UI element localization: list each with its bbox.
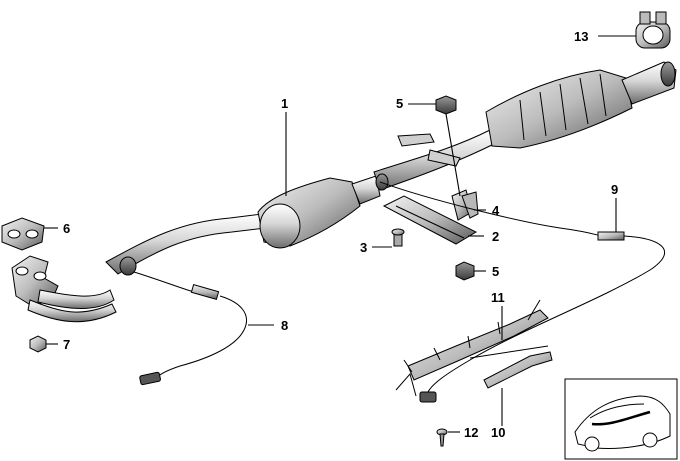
label-part-1: 1 bbox=[281, 96, 288, 111]
holder-strip-part bbox=[469, 345, 553, 389]
bracket-plate-part bbox=[382, 195, 478, 245]
rubber-mount-bottom bbox=[455, 261, 475, 281]
label-part-7: 7 bbox=[63, 337, 70, 352]
label-part-2: 2 bbox=[492, 229, 499, 244]
label-part-6: 6 bbox=[63, 221, 70, 236]
label-part-4: 4 bbox=[492, 203, 500, 218]
front-pipe-assembly bbox=[11, 175, 381, 323]
rivet-part bbox=[436, 428, 448, 447]
label-part-8: 8 bbox=[281, 318, 288, 333]
label-part-13: 13 bbox=[574, 29, 588, 44]
label-part-11: 11 bbox=[491, 290, 505, 305]
bolt-part bbox=[391, 228, 405, 247]
hanger-part bbox=[451, 189, 479, 221]
label-part-5-top: 5 bbox=[396, 96, 403, 111]
label-part-12: 12 bbox=[464, 425, 478, 440]
middle-pipe-and-silencer bbox=[373, 61, 677, 191]
label-part-10: 10 bbox=[491, 425, 505, 440]
clamp-part bbox=[635, 11, 671, 49]
rubber-mount-top bbox=[435, 95, 457, 115]
gasket-part bbox=[1, 217, 45, 251]
oxygen-sensor-front bbox=[133, 271, 247, 386]
wire-holder-part bbox=[395, 299, 549, 397]
car-location-inset bbox=[564, 378, 678, 460]
label-part-9: 9 bbox=[611, 182, 618, 197]
label-part-5-bottom: 5 bbox=[492, 264, 499, 279]
label-part-3: 3 bbox=[360, 240, 367, 255]
leader-lines bbox=[44, 35, 636, 433]
nut-part bbox=[29, 335, 47, 353]
oxygen-sensor-rear bbox=[379, 181, 665, 403]
